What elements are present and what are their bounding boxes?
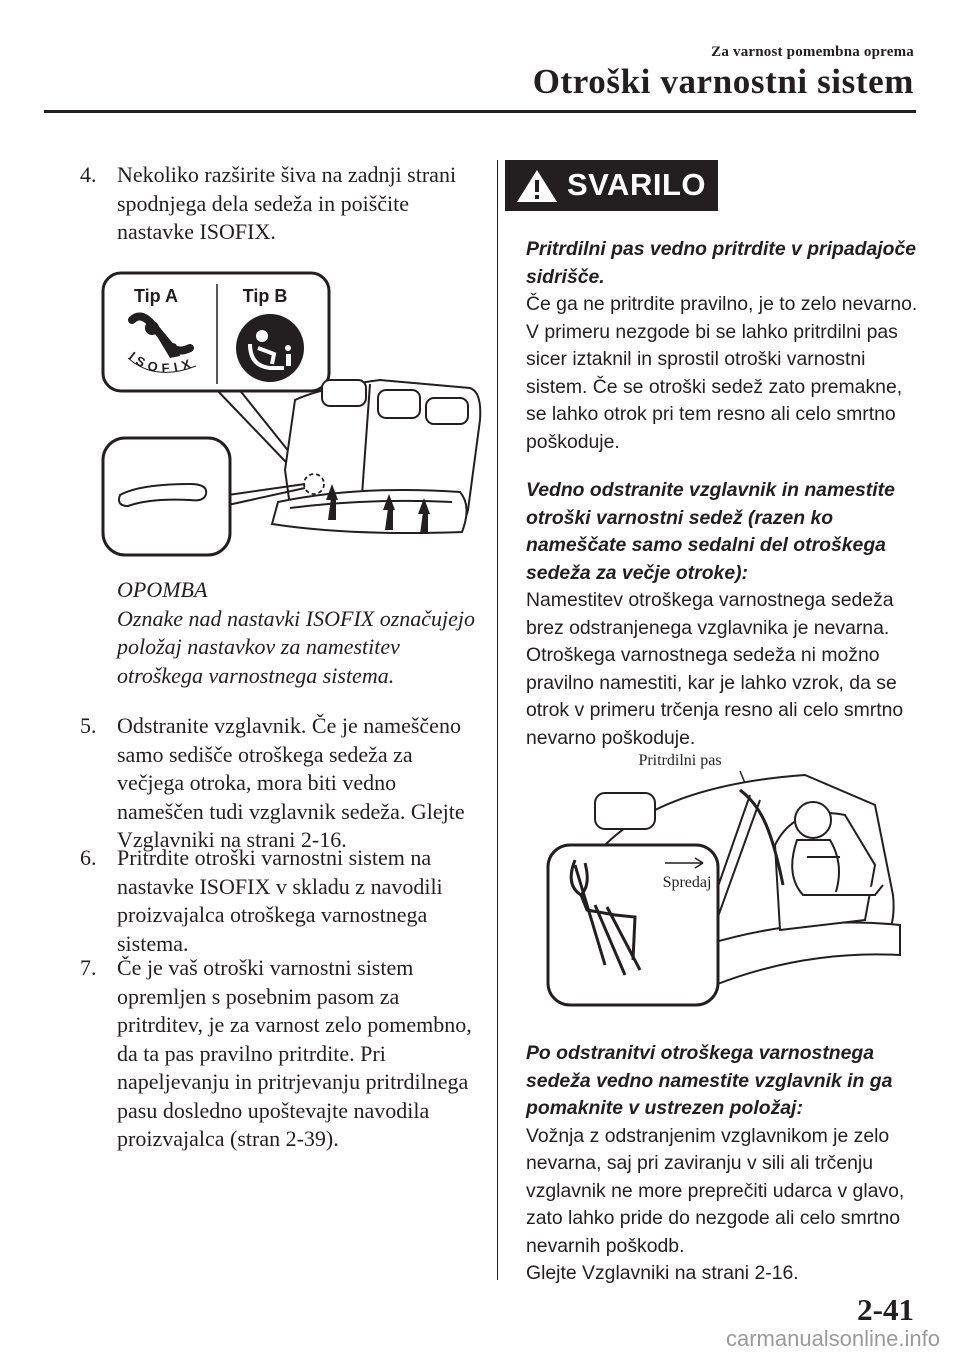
note-text: Oznake nad nastavki ISOFIX označujejo po… — [117, 605, 476, 688]
rear-seat-drawing — [270, 378, 482, 534]
step-number: 7. — [80, 955, 97, 980]
step-text: Pritrdite otroški varnostni sistem na na… — [117, 845, 443, 956]
tip-a-label: Tip A — [134, 286, 178, 306]
warning-label: SVARILO — [567, 167, 706, 202]
step-number: 4. — [80, 162, 97, 187]
tether-strap-illustration: Pritrdilni pas Spredaj — [546, 752, 901, 1007]
warning-block-text: Če ga ne pritrdite pravilno, je to zelo … — [526, 293, 918, 453]
isofix-badge-icon — [236, 314, 304, 382]
warning-block-title: Pritrdilni pas vedno pritrdite v pripada… — [526, 238, 917, 288]
note-title: OPOMBA — [117, 577, 208, 602]
header-rule — [44, 110, 916, 113]
step-6: 6. Pritrdite otroški varnostni sistem na… — [80, 844, 480, 958]
anchor-arrows — [326, 484, 430, 534]
page-number: 2-41 — [857, 1292, 914, 1327]
isofix-seat-illustration: Tip A Tip B ISOFIX — [101, 271, 482, 557]
front-arrow-icon — [665, 857, 704, 869]
anchor-hook-icon — [569, 859, 642, 976]
warning-block-belt: Pritrdilni pas vedno pritrdite v pripada… — [526, 236, 926, 456]
warning-block-headrest: Vedno odstranite vzglavnik in namestite … — [526, 477, 926, 752]
watermark: carmanualsonline.info — [725, 1326, 940, 1351]
warning-block-reinstall: Po odstranitvi otroškega varnostnega sed… — [526, 1040, 926, 1288]
note: OPOMBA Oznake nad nastavki ISOFIX označu… — [117, 576, 477, 690]
child-figure — [791, 801, 884, 896]
tip-b-label: Tip B — [243, 286, 288, 306]
step-5: 5. Odstranite vzglavnik. Če je nameščeno… — [80, 712, 480, 855]
warning-block-reference: Glejte Vzglavniki na strani 2-16. — [526, 1262, 799, 1284]
warning-block-text: Namestitev otroškega varnostnega sedeža … — [526, 589, 904, 749]
step-7: 7. Če je vaš otroški varnostni sistem op… — [80, 954, 480, 1154]
column-divider — [497, 160, 498, 1280]
front-label: Spredaj — [663, 874, 712, 891]
step-text: Nekoliko razširite šiva na zadnji strani… — [117, 162, 457, 244]
page-title: Otroški varnostni sistem — [532, 62, 914, 101]
warning-block-title: Vedno odstranite vzglavnik in namestite … — [526, 479, 895, 584]
warning-block-title: Po odstranitvi otroškega varnostnega sed… — [526, 1042, 893, 1119]
step-number: 5. — [80, 713, 97, 738]
warning-block-text: Vožnja z odstranjenim vzglavnikom je zel… — [526, 1124, 905, 1257]
step-text: Odstranite vzglavnik. Če je nameščeno sa… — [117, 713, 465, 852]
step-number: 6. — [80, 845, 97, 870]
tether-strap — [739, 788, 785, 886]
section-heading: Za varnost pomembna oprema — [711, 44, 914, 60]
warning-badge: SVARILO — [505, 160, 718, 211]
belt-label: Pritrdilni pas — [638, 752, 721, 769]
warning-triangle-icon — [517, 170, 557, 202]
step-text: Če je vaš otroški varnostni sistem oprem… — [117, 955, 472, 1151]
step-4: 4. Nekoliko razširite šiva na zadnji str… — [80, 161, 480, 247]
isofix-anchor-bar — [118, 482, 208, 508]
